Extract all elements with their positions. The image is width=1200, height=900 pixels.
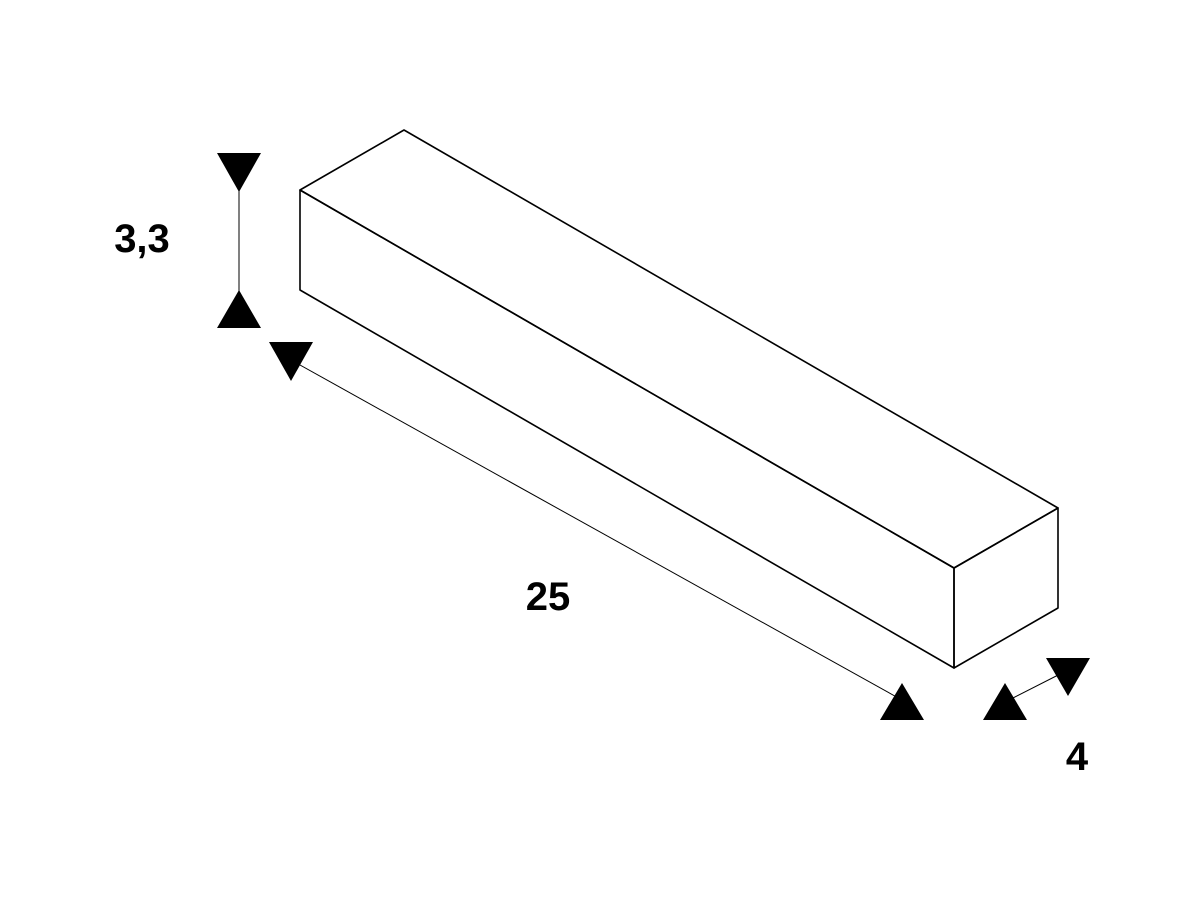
height-label: 3,3 — [114, 217, 170, 261]
height-arrow-top-icon — [217, 153, 261, 192]
width-arrow-end-icon — [1046, 658, 1090, 696]
bar-front-face — [299, 189, 955, 669]
length-arrow-start-icon — [269, 342, 313, 381]
length-dimension: 25 — [269, 342, 924, 720]
length-arrow-end-icon — [880, 683, 924, 720]
bar-end-face — [953, 507, 1059, 669]
width-label: 4 — [1066, 735, 1089, 779]
length-label: 25 — [526, 575, 571, 619]
width-dimension: 4 — [983, 658, 1090, 779]
height-dimension: 3,3 — [114, 153, 261, 328]
height-arrow-bottom-icon — [217, 290, 261, 328]
bar-top-face — [299, 129, 1059, 569]
length-dimension-line — [290, 359, 903, 701]
bar-outline — [299, 129, 1059, 669]
width-arrow-start-icon — [983, 683, 1027, 720]
